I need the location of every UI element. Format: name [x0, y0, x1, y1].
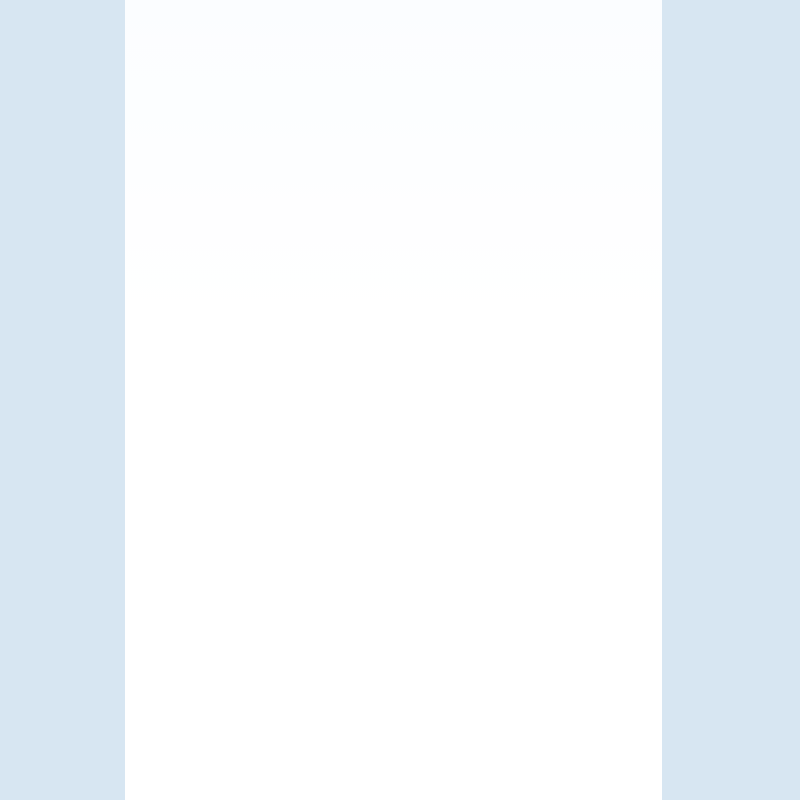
hero-card: Solutions for Effective Healing — [207, 41, 584, 281]
challenges-heading: Challenges — [427, 318, 511, 336]
arrow-up-outline — [355, 361, 388, 407]
medical-plus-sun — [389, 549, 437, 597]
bottom-caption: Brigther Future for Patient Care — [269, 756, 518, 776]
advancements-heading: Advancements in China — [180, 318, 357, 336]
hand-holding-seedling-bandage-illustration — [248, 535, 543, 733]
arrow-up-large-green — [317, 359, 357, 407]
middle-section: Advancements in China Challenges — [125, 300, 662, 525]
arrow-up-small-blue — [176, 371, 208, 407]
torn-bandages-question-magnifier-icon — [430, 374, 506, 450]
hero-caption: Solutions for Effective Healing — [275, 225, 512, 245]
torso-wound-magnifier-illustration — [284, 52, 487, 227]
column-divider — [405, 316, 407, 488]
flask — [545, 389, 581, 435]
growth-arrows-gears-row — [176, 359, 388, 408]
cracked-flask-puzzle-icon — [535, 374, 611, 450]
arrow-up-medium-green — [205, 363, 242, 407]
gear-small-green — [283, 371, 328, 408]
water-drop-shield-icon — [180, 422, 233, 474]
gear-large-blue — [242, 360, 303, 408]
tissue-cells-icon — [330, 422, 383, 474]
antimicrobial-bacteria-crossed-icon — [255, 422, 308, 474]
bottom-section: Brigther Future for Patient Care — [125, 528, 662, 800]
content-layer: Solutions for Effective Healing Advancem… — [125, 0, 662, 800]
